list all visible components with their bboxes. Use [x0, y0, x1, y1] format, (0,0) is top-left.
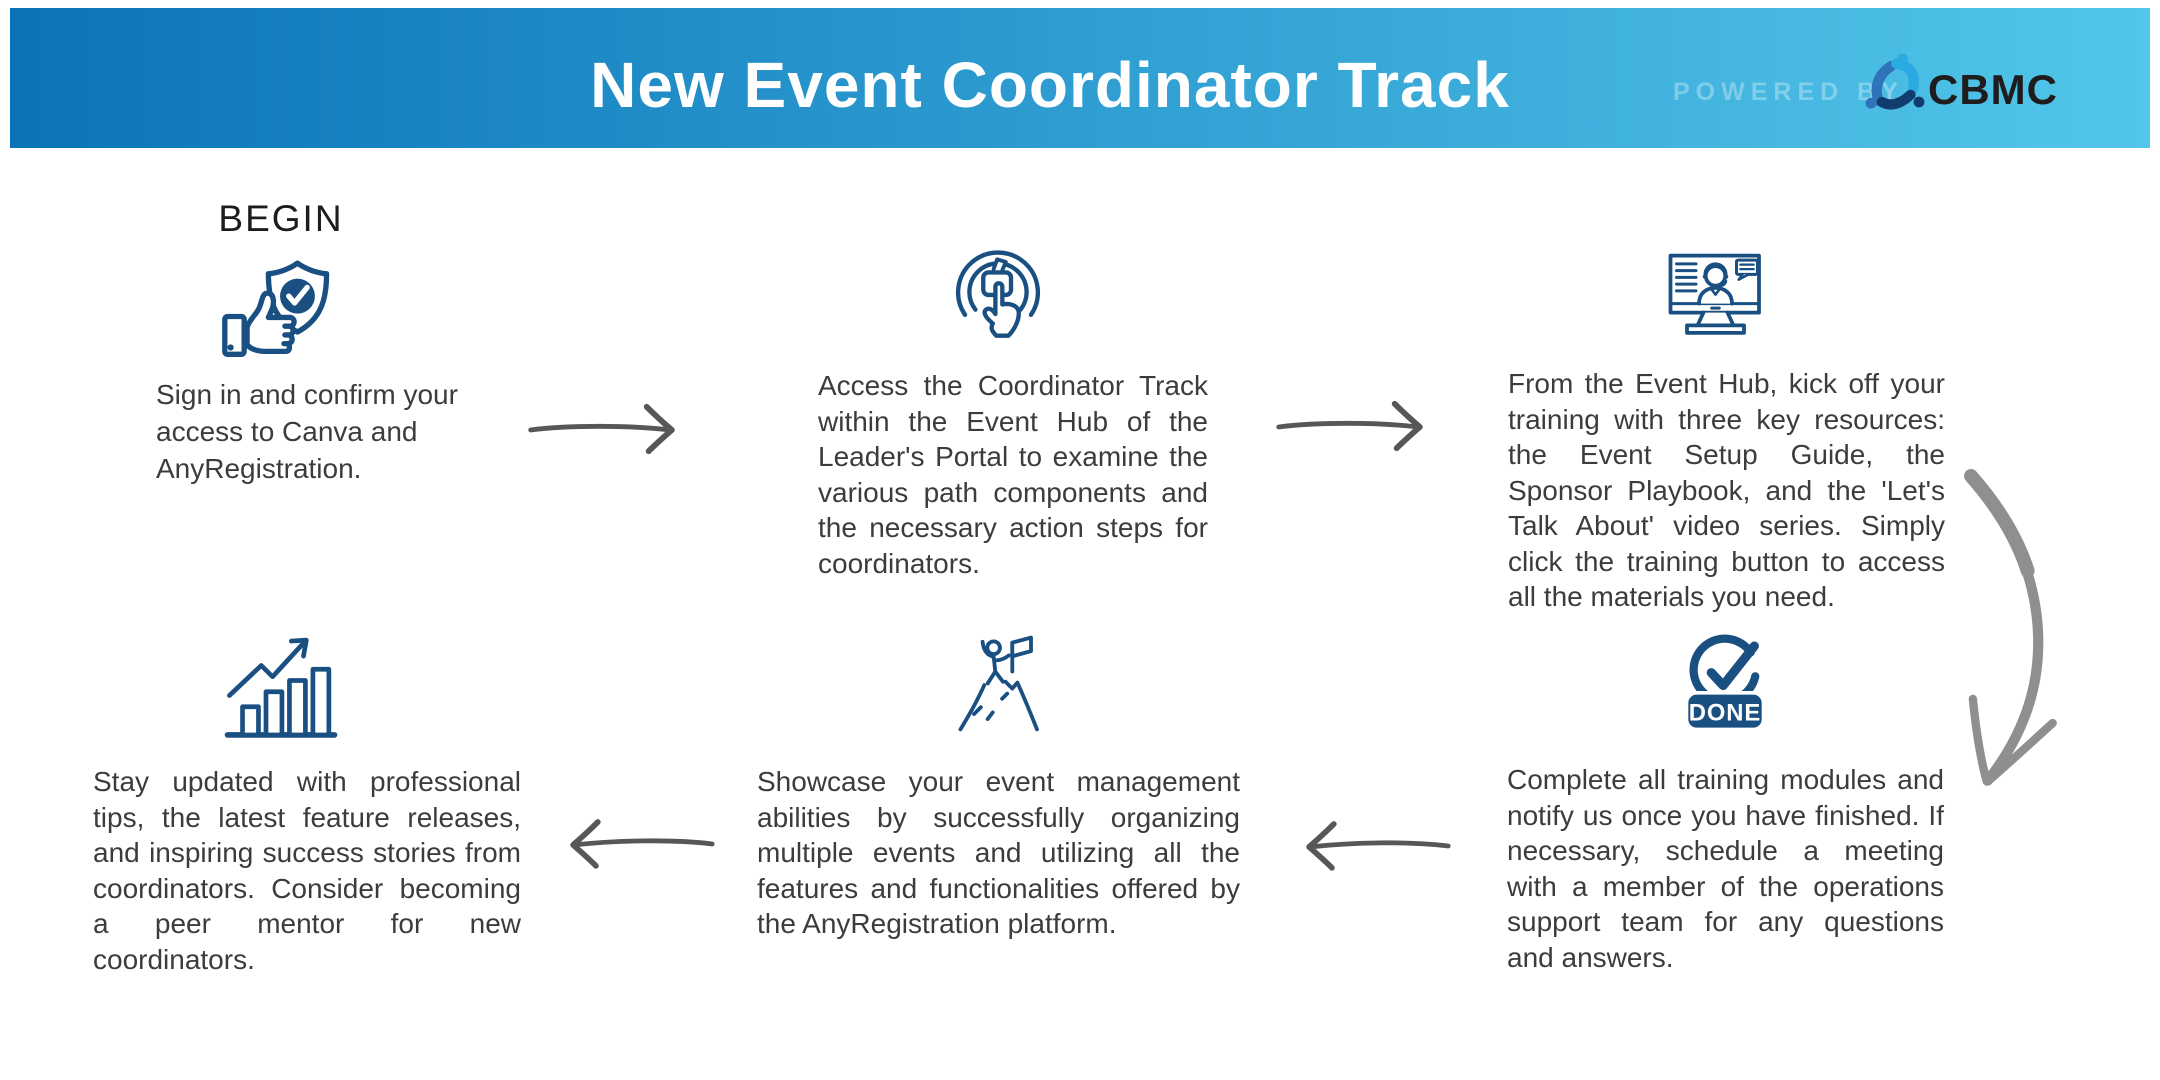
- step-text-start-training: From the Event Hub, kick off your traini…: [1508, 368, 1945, 612]
- powered-by-label: POWERED BY: [1673, 78, 1904, 106]
- arrow-right-icon: [524, 400, 694, 458]
- arrow-right-icon: [1274, 397, 1440, 455]
- step-text-access-track: Access the Coordinator Track within the …: [818, 370, 1208, 579]
- arrow-curved-down-icon: [1945, 458, 2075, 806]
- done-badge-icon: DONE: [1670, 634, 1780, 748]
- step-text-complete-training: Complete all training modules and notify…: [1507, 764, 1944, 973]
- brand-name: CBMC: [1928, 66, 2058, 113]
- arrow-left-icon: [554, 814, 716, 872]
- thumbs-up-shield-icon: [218, 255, 344, 377]
- done-badge-label: DONE: [1689, 699, 1762, 726]
- step-text-showcase: Showcase your event management abilities…: [757, 766, 1240, 939]
- header-banner: New Event Coordinator Track POWERED BY C…: [10, 8, 2150, 148]
- step-text-sign-in: Sign in and confirm your access to Canva…: [156, 379, 458, 484]
- mountain-flag-icon: [946, 630, 1048, 742]
- arrow-left-icon: [1290, 816, 1452, 874]
- press-button-icon: [946, 238, 1050, 364]
- begin-label: BEGIN: [218, 198, 344, 239]
- step-text-stay-updated: Stay updated with professional tips, the…: [93, 766, 521, 975]
- online-training-icon: [1654, 240, 1774, 356]
- growth-chart-icon: [220, 626, 342, 750]
- page-title: New Event Coordinator Track: [590, 49, 1510, 121]
- cbmc-logo-icon: [1863, 54, 1927, 114]
